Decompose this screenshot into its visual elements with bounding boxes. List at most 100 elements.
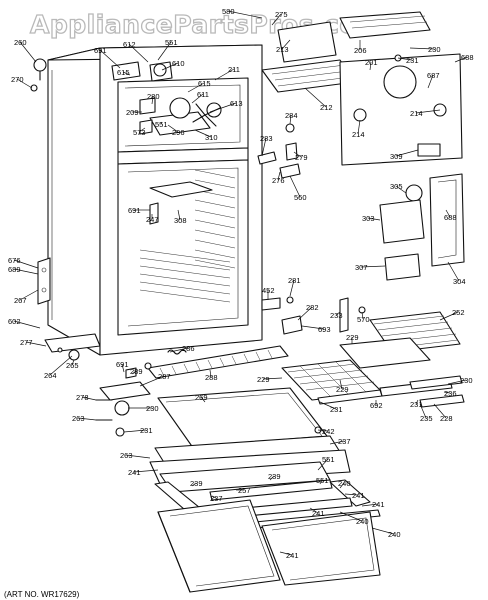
part-callout-689: 689 — [8, 265, 21, 274]
callout-leader — [289, 279, 295, 297]
part-callout-613: 613 — [230, 99, 243, 108]
part-callout-676: 676 — [8, 256, 21, 265]
callout-leader — [13, 259, 39, 269]
callout-leader — [344, 493, 359, 496]
callout-leader — [128, 43, 149, 63]
callout-leader — [209, 369, 212, 378]
part-callout-551: 551 — [322, 455, 335, 464]
part-callout-267: 267 — [14, 296, 27, 305]
callout-leader — [297, 306, 313, 321]
callout-leader — [211, 495, 217, 499]
callout-leader — [361, 311, 364, 320]
callout-leader — [415, 399, 419, 405]
part-callout-269: 269 — [195, 393, 208, 402]
callout-leader — [319, 479, 323, 485]
callout-leader — [157, 41, 172, 61]
part-callout-214: 214 — [410, 109, 423, 118]
crisper-assembly — [95, 345, 381, 593]
callout-leader — [329, 440, 345, 445]
part-callout-551: 551 — [155, 120, 168, 129]
callout-leader — [397, 57, 413, 61]
part-callout-687: 687 — [427, 71, 440, 80]
callout-leader — [360, 265, 386, 268]
callout-leader — [131, 370, 137, 375]
part-callout-236: 236 — [444, 389, 457, 398]
part-callout-551: 551 — [165, 38, 178, 47]
part-callout-275: 275 — [275, 10, 288, 19]
art-number: (ART NO. WR17629) — [4, 590, 80, 599]
part-callout-612: 612 — [123, 40, 136, 49]
part-callout-228: 228 — [440, 414, 453, 423]
callout-leader — [77, 417, 97, 421]
callout-leader — [427, 74, 434, 89]
part-callout-615: 615 — [198, 79, 211, 88]
evaporator-assembly — [257, 11, 463, 179]
part-callout-233: 233 — [330, 311, 343, 320]
callout-leader — [433, 403, 447, 419]
part-callout-231: 231 — [140, 426, 153, 435]
part-callout-230: 230 — [428, 45, 441, 54]
callout-leader — [415, 109, 441, 114]
part-callout-615: 615 — [117, 68, 130, 77]
part-callout-239: 239 — [190, 479, 203, 488]
callout-leader — [454, 56, 468, 63]
part-callout-212: 212 — [320, 103, 333, 112]
callout-leader — [447, 261, 460, 282]
part-callout-611: 611 — [197, 90, 209, 99]
part-callout-280: 280 — [147, 92, 160, 101]
part-callout-304: 304 — [453, 277, 466, 286]
part-callout-241: 241 — [312, 509, 325, 518]
part-callout-240: 240 — [338, 479, 351, 488]
part-callout-201: 201 — [365, 58, 378, 67]
part-callout-279: 279 — [295, 153, 308, 162]
part-callout-307: 307 — [355, 263, 368, 272]
right-shelves — [281, 296, 465, 408]
part-callout-231: 231 — [406, 56, 419, 65]
part-callout-693: 693 — [318, 325, 331, 334]
part-callout-688: 688 — [461, 53, 474, 62]
part-callout-310: 310 — [205, 133, 218, 142]
callout-leader — [19, 289, 39, 301]
callout-leader — [81, 396, 97, 401]
callout-leader — [191, 482, 197, 487]
callout-leader — [317, 429, 329, 432]
part-callout-240: 240 — [356, 517, 369, 526]
part-callout-206: 206 — [354, 46, 367, 55]
callout-leader — [169, 347, 189, 353]
callout-leader — [151, 95, 154, 105]
callout-leader — [361, 503, 379, 507]
part-callout-213: 213 — [276, 45, 289, 54]
part-callout-288: 288 — [205, 373, 218, 382]
part-callout-570: 570 — [357, 315, 370, 324]
callout-leader — [123, 429, 147, 433]
part-callout-692: 692 — [370, 401, 383, 410]
part-callout-284: 284 — [285, 111, 298, 120]
callout-leader — [25, 341, 47, 347]
part-callout-229: 229 — [257, 375, 270, 384]
callout-leader — [419, 403, 427, 419]
part-callout-263: 263 — [72, 414, 85, 423]
part-callout-308: 308 — [174, 216, 187, 225]
part-callout-264: 264 — [44, 371, 57, 380]
part-callout-276: 276 — [272, 176, 285, 185]
part-callout-278: 278 — [76, 393, 89, 402]
part-callout-573: 573 — [133, 128, 146, 137]
part-callout-610: 610 — [172, 59, 185, 68]
cabinet — [47, 44, 281, 356]
callout-leader — [121, 363, 125, 373]
callout-leader — [289, 175, 301, 198]
part-callout-230: 230 — [146, 404, 159, 413]
callout-leader — [304, 87, 327, 108]
part-callout-277: 277 — [20, 338, 33, 347]
callout-leader — [209, 102, 237, 113]
callout-leader — [49, 355, 73, 376]
callout-leader — [71, 359, 75, 366]
callout-leader — [279, 551, 293, 556]
callout-leader — [369, 61, 372, 71]
callout-leader — [309, 507, 319, 514]
part-callout-688: 688 — [444, 213, 457, 222]
callout-leader — [139, 375, 165, 387]
part-callout-230: 230 — [460, 376, 473, 385]
